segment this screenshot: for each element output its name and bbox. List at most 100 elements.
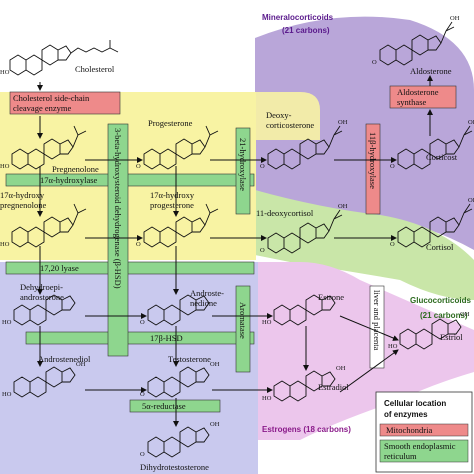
lyase-label: 17,20 lyase	[40, 263, 79, 273]
deoxycorticosterone-label-2: corticosterone	[266, 120, 314, 130]
legend-title-1: Cellular location	[384, 399, 446, 408]
o-label: O	[260, 247, 265, 254]
oh-label: OH	[468, 197, 474, 204]
aromatase-box: Aromatase	[235, 285, 251, 373]
o-label: O	[260, 163, 265, 170]
testosterone-structure: O OH	[140, 361, 220, 398]
androgen-region	[0, 262, 258, 474]
legend-title-2: of enzymes	[384, 410, 428, 419]
mineralocorticoid-title: Mineralocorticoids	[262, 13, 334, 22]
cholesterol-structure: HO	[0, 40, 119, 76]
androstenediol-label: Androstenediol	[38, 354, 91, 364]
estradiol-label: Estradiol	[318, 382, 349, 392]
o-label: O	[140, 391, 145, 398]
ho-label: HO	[388, 343, 398, 350]
dht-label: Dihydrotestosterone	[140, 462, 209, 472]
oh-label: OH	[336, 365, 346, 372]
legend-mitochondria: Mitochondria	[386, 425, 432, 435]
glucocorticoid-title: Glucocorticoids	[410, 296, 471, 305]
hydroxyprogesterone-label-1: 17α-hydroxy	[150, 190, 195, 200]
estrogen-region	[258, 262, 474, 440]
ho-label: HO	[0, 241, 10, 248]
androstenediol-structure: HO OH	[2, 361, 86, 398]
legend-er-line2: reticulum	[384, 451, 417, 461]
o-label: O	[390, 241, 395, 248]
o-label: O	[390, 163, 395, 170]
hydroxypregnenolone-structure: HO	[0, 203, 87, 248]
aldosterone-synthase-box: Aldosterone synthase	[389, 85, 457, 109]
hydroxylase21-box: 21-hydroxylase	[235, 127, 251, 215]
hydroxypregnenolone-label-1: 17α-hydroxy	[0, 190, 45, 200]
estrogen-title: Estrogens (18 carbons)	[262, 425, 351, 434]
deoxycorticosterone-structure: O OH	[260, 119, 348, 170]
oh-label: OH	[468, 119, 474, 126]
cholesterol-label: Cholesterol	[75, 64, 115, 74]
progesterone-structure: O	[136, 125, 219, 170]
aldosterone-structure: O OH	[372, 15, 460, 66]
hydroxylase21-label: 21-hydroxylase	[238, 138, 248, 191]
estriol-label: Estriol	[440, 332, 463, 342]
pregnenolone-structure: HO	[0, 125, 87, 170]
hydroxyprogesterone-structure: O	[136, 203, 219, 248]
oh-label: OH	[338, 203, 348, 210]
scc-line2: cleavage enzyme	[13, 103, 72, 113]
legend: Cellular location of enzymes Mitochondri…	[375, 391, 473, 473]
deoxycorticosterone-label-1: Deoxy-	[266, 110, 292, 120]
glucocorticoid-region	[255, 190, 474, 300]
androstenedione-structure: O	[140, 294, 210, 326]
testosterone-label: Testosterone	[168, 354, 211, 364]
estradiol-structure: HO OH	[262, 365, 346, 402]
o-label: O	[136, 241, 141, 248]
cortisol-structure: O OH	[390, 197, 474, 248]
corticosterone-label: Corticost	[426, 152, 458, 162]
ho-label: HO	[2, 391, 12, 398]
estrone-structure: HO	[262, 294, 336, 326]
o-label: O	[372, 59, 377, 66]
mineralocorticoid-carbons: (21 carbons)	[282, 26, 330, 35]
hydroxypregnenolone-label-2: pregnenolone	[0, 200, 46, 210]
estrone-label: Estrone	[318, 292, 344, 302]
androstenedione-label-2: nedione	[190, 298, 217, 308]
mineralocorticoid-region	[255, 16, 474, 251]
ho-label: HO	[0, 69, 10, 76]
deoxycortisol-label: 11-deoxycortisol	[256, 208, 314, 218]
dhea-label-1: Dehydroepi-	[20, 282, 63, 292]
pregnenolone-label: Pregnenolone	[52, 164, 99, 174]
oh-label: OH	[460, 311, 470, 318]
hsd3b-label: 3-beta-hydroxysteroid dehydrogenase (β-H…	[113, 128, 123, 289]
liver-placenta-box: liver and placenta	[369, 285, 385, 369]
hsd17b-label: 17β-HSD	[150, 333, 183, 343]
corticosterone-structure: O OH	[390, 119, 474, 170]
hydroxylase17-box: 17α-hydroxylase	[5, 173, 255, 187]
cortisol-label: Cortisol	[426, 242, 454, 252]
aldo-synth-line1: Aldosterone	[397, 87, 439, 97]
androstenedione-label-1: Androste-	[190, 288, 224, 298]
progesterone-label: Progesterone	[148, 118, 193, 128]
hydroxylase11b-box: 11β-hydroxylase	[365, 123, 381, 215]
lyase-box: 17,20 lyase	[5, 261, 255, 275]
deoxycortisol-structure: O OH	[260, 203, 348, 254]
scc-line1: Cholesterol side-chain	[13, 93, 90, 103]
glucocorticoid-carbons: (21 carbons)	[420, 311, 468, 320]
reductase-box: 5α-reductase	[129, 399, 221, 413]
hydroxylase17-label: 17α-hydroxylase	[40, 175, 98, 185]
oh-label: OH	[76, 361, 86, 368]
oh-label: OH	[210, 421, 220, 428]
dhea-label-2: androsterone	[20, 292, 64, 302]
hydroxylase11b-label: 11β-hydroxylase	[368, 132, 378, 189]
aromatase-label: Aromatase	[238, 302, 248, 339]
ho-label: HO	[262, 319, 272, 326]
aldo-synth-line2: synthase	[397, 97, 427, 107]
ho-label: HO	[2, 319, 12, 326]
scc-enzyme-box: Cholesterol side-chain cleavage enzyme	[9, 91, 121, 115]
liver-label: liver and placenta	[372, 290, 382, 351]
o-label: O	[140, 319, 145, 326]
hsd3b-box: 3-beta-hydroxysteroid dehydrogenase (β-H…	[107, 123, 129, 357]
progestogen-region-right	[256, 92, 320, 140]
dhea-structure: HO	[2, 294, 76, 326]
hydroxyprogesterone-label-2: progesterone	[150, 200, 194, 210]
dht-structure: O OH	[140, 421, 220, 458]
o-label: O	[136, 163, 141, 170]
